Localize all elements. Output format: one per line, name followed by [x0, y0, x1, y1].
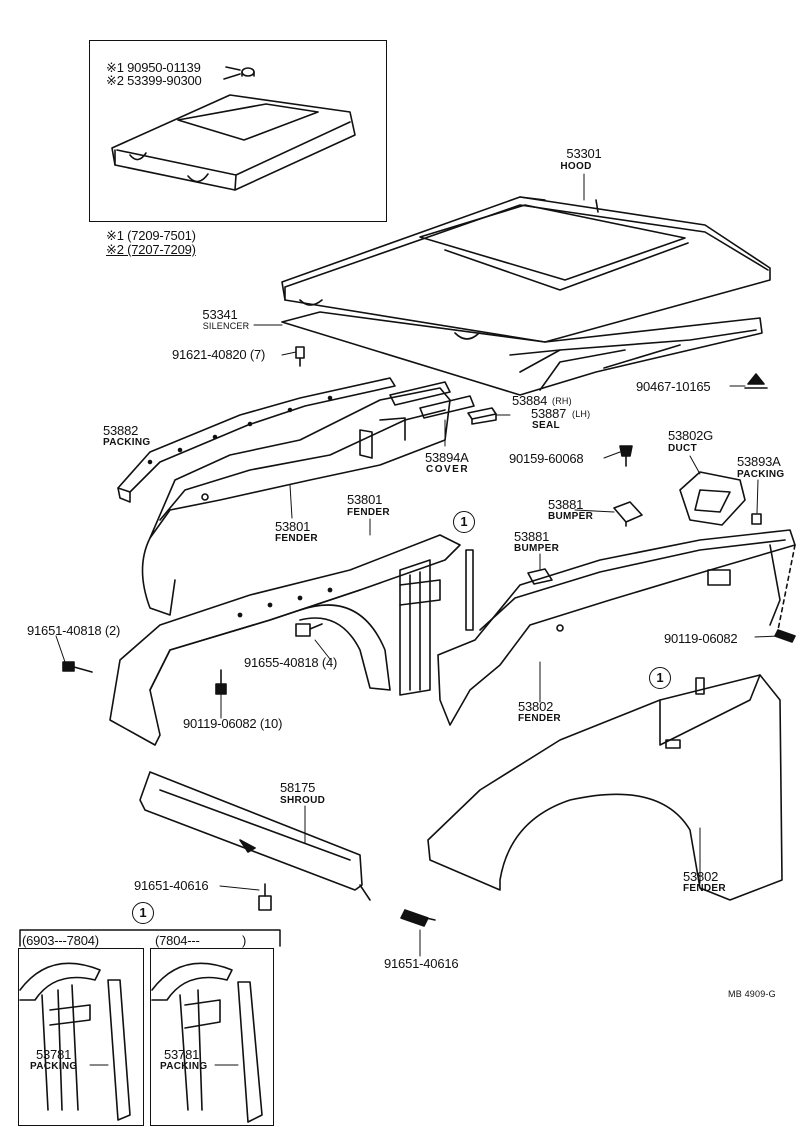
inset-note-2: ※2 (7207-7209) [106, 242, 196, 257]
hood-number: 53301 [566, 146, 602, 161]
ref-marker-1: 1 [453, 511, 475, 533]
bolt-91651-40616-b-drawing [400, 909, 436, 927]
ref-marker-2: 1 [649, 667, 671, 689]
silencer-number: 53341 [202, 307, 238, 322]
bolt-91651-40818-drawing [62, 661, 93, 673]
bumper-2-drawing [527, 568, 553, 585]
cover-number: 53894A [425, 450, 469, 465]
inset-packing-drawing [19, 929, 281, 1123]
drawing-code: MB 4909-G [728, 989, 776, 999]
inset-left-number: 53781 [36, 1047, 72, 1062]
seal-drawing [467, 407, 497, 425]
bolt-90159-number: 90159-60068 [509, 451, 584, 466]
inset-hood-drawing [111, 66, 356, 191]
shroud-drawing [139, 771, 371, 901]
bumper-1-number: 53881 [548, 497, 584, 512]
inset-panel-right [150, 948, 274, 1126]
packing-53882-drawing [117, 377, 396, 503]
fender-53802-inner-number: 53802 [518, 699, 554, 714]
inset-panel-left [18, 948, 144, 1126]
bolt-91651-40818-number: 91651-40818 (2) [27, 623, 121, 638]
bumper-2-number: 53881 [514, 529, 550, 544]
fender-53802-inner-name: FENDER [518, 713, 561, 724]
bumper-1-drawing [613, 501, 643, 527]
ref-marker-3: 1 [132, 902, 154, 924]
bolt-91655-number: 91655-40818 (4) [244, 655, 338, 670]
seal-name: SEAL [532, 420, 560, 431]
bolt-91655-drawing [295, 623, 323, 637]
hood-name: HOOD [560, 161, 592, 172]
packing-53882-number: 53882 [103, 423, 139, 438]
inset-right-number: 53781 [164, 1047, 200, 1062]
bolt-90119-drawing [774, 544, 796, 643]
inset-part-1: ※1 90950-01139 [106, 60, 201, 75]
bolt-91651-40616-a-number: 91651-40616 [134, 878, 209, 893]
shroud-name: SHROUD [280, 795, 326, 806]
bolt-90119-10-number: 90119-06082 (10) [183, 716, 283, 731]
clip-91621-number: 91621-40820 (7) [172, 347, 266, 362]
bolt-90159-drawing [619, 445, 633, 467]
fender-53801-inner-number: 53801 [275, 519, 311, 534]
seal-lh-side: (LH) [572, 409, 591, 419]
seal-rh-side: (RH) [552, 396, 572, 406]
cover-drawing [389, 381, 475, 419]
shroud-number: 58175 [280, 780, 316, 795]
clip-90467-drawing [744, 373, 768, 389]
packing-53882-name: PACKING [103, 437, 151, 448]
marker-post-1 [465, 549, 474, 631]
fender-53801-name: FENDER [347, 507, 390, 518]
inset-range-right-end: ) [242, 933, 247, 948]
fender-53801-drawing [109, 534, 461, 746]
bumper-1-name: BUMPER [548, 511, 594, 522]
silencer-drawing [281, 311, 763, 396]
clip-91621-drawing [295, 346, 305, 367]
packing-53893a-number: 53893A [737, 454, 781, 469]
duct-drawing [679, 471, 746, 526]
fender-53802-drawing [427, 674, 783, 901]
fender-53801-inner-drawing [141, 387, 451, 616]
bumper-2-name: BUMPER [514, 543, 560, 554]
inset-top-box [89, 40, 387, 222]
packing-53893a-drawing [751, 513, 762, 525]
bolt-91651-40616-a-drawing [258, 883, 272, 911]
bolt-90119-number: 90119-06082 [664, 631, 738, 646]
fender-53802-number: 53802 [683, 869, 719, 884]
inset-right-name: PACKING [160, 1061, 208, 1072]
fender-53802-name: FENDER [683, 883, 726, 894]
duct-name: DUCT [668, 443, 697, 454]
cover-name: COVER [426, 464, 470, 475]
inset-range-left: (6903---7804) [22, 933, 99, 948]
duct-number: 53802G [668, 428, 714, 443]
inset-range-right: (7804--- [155, 933, 200, 948]
fender-53801-inner-name: FENDER [275, 533, 318, 544]
silencer-name: SILENCER [202, 321, 250, 331]
hood-drawing [281, 196, 771, 343]
seal-lh-number: 53887 [531, 406, 567, 421]
inset-note-1: ※1 (7209-7501) [106, 228, 196, 243]
bolt-91651-40616-b-number: 91651-40616 [384, 956, 459, 971]
bolt-90119-10-drawing [215, 669, 227, 695]
fender-53802-inner-drawing [437, 529, 796, 726]
leader-lines [55, 173, 779, 1066]
seal-rh-number: 53884 [512, 393, 548, 408]
packing-53893a-name: PACKING [737, 469, 785, 480]
marker-post-2 [695, 677, 705, 695]
fender-53801-number: 53801 [347, 492, 383, 507]
inset-part-2: ※2 53399-90300 [106, 73, 202, 88]
clip-90467-number: 90467-10165 [636, 379, 711, 394]
inset-left-name: PACKING [30, 1061, 78, 1072]
